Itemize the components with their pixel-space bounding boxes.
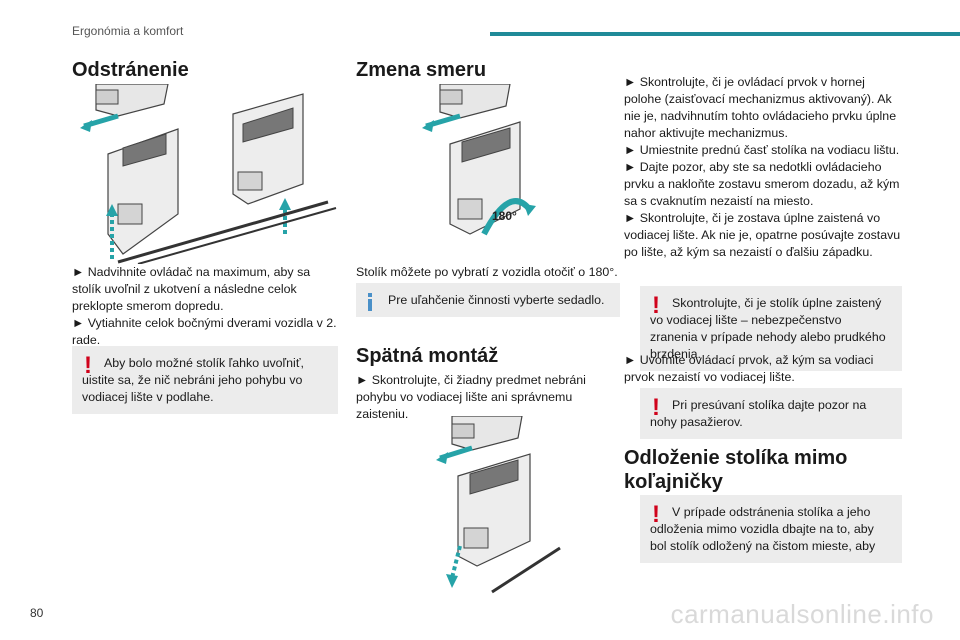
removal-step-2: ► Vytiahnite celok bočnými dverami vozid… xyxy=(72,316,337,347)
info-icon xyxy=(368,293,372,311)
page-number: 80 xyxy=(30,606,44,620)
watermark: carmanualsonline.info xyxy=(670,599,934,629)
reinstall-step-5: ► Skontrolujte, či je zostava úplne zais… xyxy=(624,211,901,259)
warning-note-removal: ! Aby bolo možné stolík ľahko uvoľniť, u… xyxy=(72,346,338,414)
warning-note-feet: ! Pri presúvaní stolíka dajte pozor na n… xyxy=(640,388,902,439)
warning-icon: ! xyxy=(652,292,660,319)
section-title-zmena-smeru: Zmena smeru xyxy=(356,59,487,81)
warning-icon: ! xyxy=(652,394,660,421)
warning-note-text: Skontrolujte, či je stolík úplne zaisten… xyxy=(650,296,886,361)
rotate-text: Stolík môžete po vybratí z vozidla otoči… xyxy=(356,265,618,279)
info-note-seat: Pre uľahčenie činnosti vyberte sedadlo. xyxy=(356,283,620,317)
rotate-label: 180° xyxy=(492,209,517,223)
section-title-odlozenie: Odloženie stolíka mimo koľajničky xyxy=(624,447,848,493)
header-accent-bar xyxy=(490,32,960,36)
reinstall-step-3: ► Umiestnite prednú časť stolíka na vodi… xyxy=(624,143,900,157)
reinstall-step-4: ► Dajte pozor, aby ste sa nedotkli ovlád… xyxy=(624,160,900,208)
warning-icon: ! xyxy=(84,352,92,379)
warning-note-text: Pri presúvaní stolíka dajte pozor na noh… xyxy=(650,398,867,429)
info-note-text: Pre uľahčenie činnosti vyberte sedadlo. xyxy=(388,293,605,307)
warning-note-locked: ! Skontrolujte, či je stolík úplne zaist… xyxy=(640,286,902,371)
reinstall-step-2: ► Skontrolujte, či je ovládací prvok v h… xyxy=(624,75,897,140)
section-title-spatna-montaz: Spätná montáž xyxy=(356,345,499,367)
illustration-removal xyxy=(80,84,337,264)
illustration-rotate: 180° xyxy=(422,84,536,236)
reinstall-step-1: ► Skontrolujte, či žiadny predmet nebrán… xyxy=(356,373,586,421)
warning-note-text: V prípade odstránenia stolíka a jeho odl… xyxy=(650,505,876,553)
reinstall-steps-continued: ► Skontrolujte, či je ovládací prvok v h… xyxy=(624,74,902,261)
removal-step-1: ► Nadvihnite ovládač na maximum, aby sa … xyxy=(72,265,311,313)
section-title-odstranenie: Odstránenie xyxy=(72,59,189,81)
warning-icon: ! xyxy=(652,501,660,528)
reinstall-step-6: ► Uvoľnite ovládací prvok, až kým sa vod… xyxy=(624,353,874,384)
running-header: Ergonómia a komfort xyxy=(72,24,184,38)
warning-note-text: Aby bolo možné stolík ľahko uvoľniť, uis… xyxy=(82,356,304,404)
warning-note-storage: ! V prípade odstránenia stolíka a jeho o… xyxy=(640,495,902,563)
removal-instructions: ► Nadvihnite ovládač na maximum, aby sa … xyxy=(72,264,337,349)
illustration-reinstall xyxy=(436,416,561,594)
